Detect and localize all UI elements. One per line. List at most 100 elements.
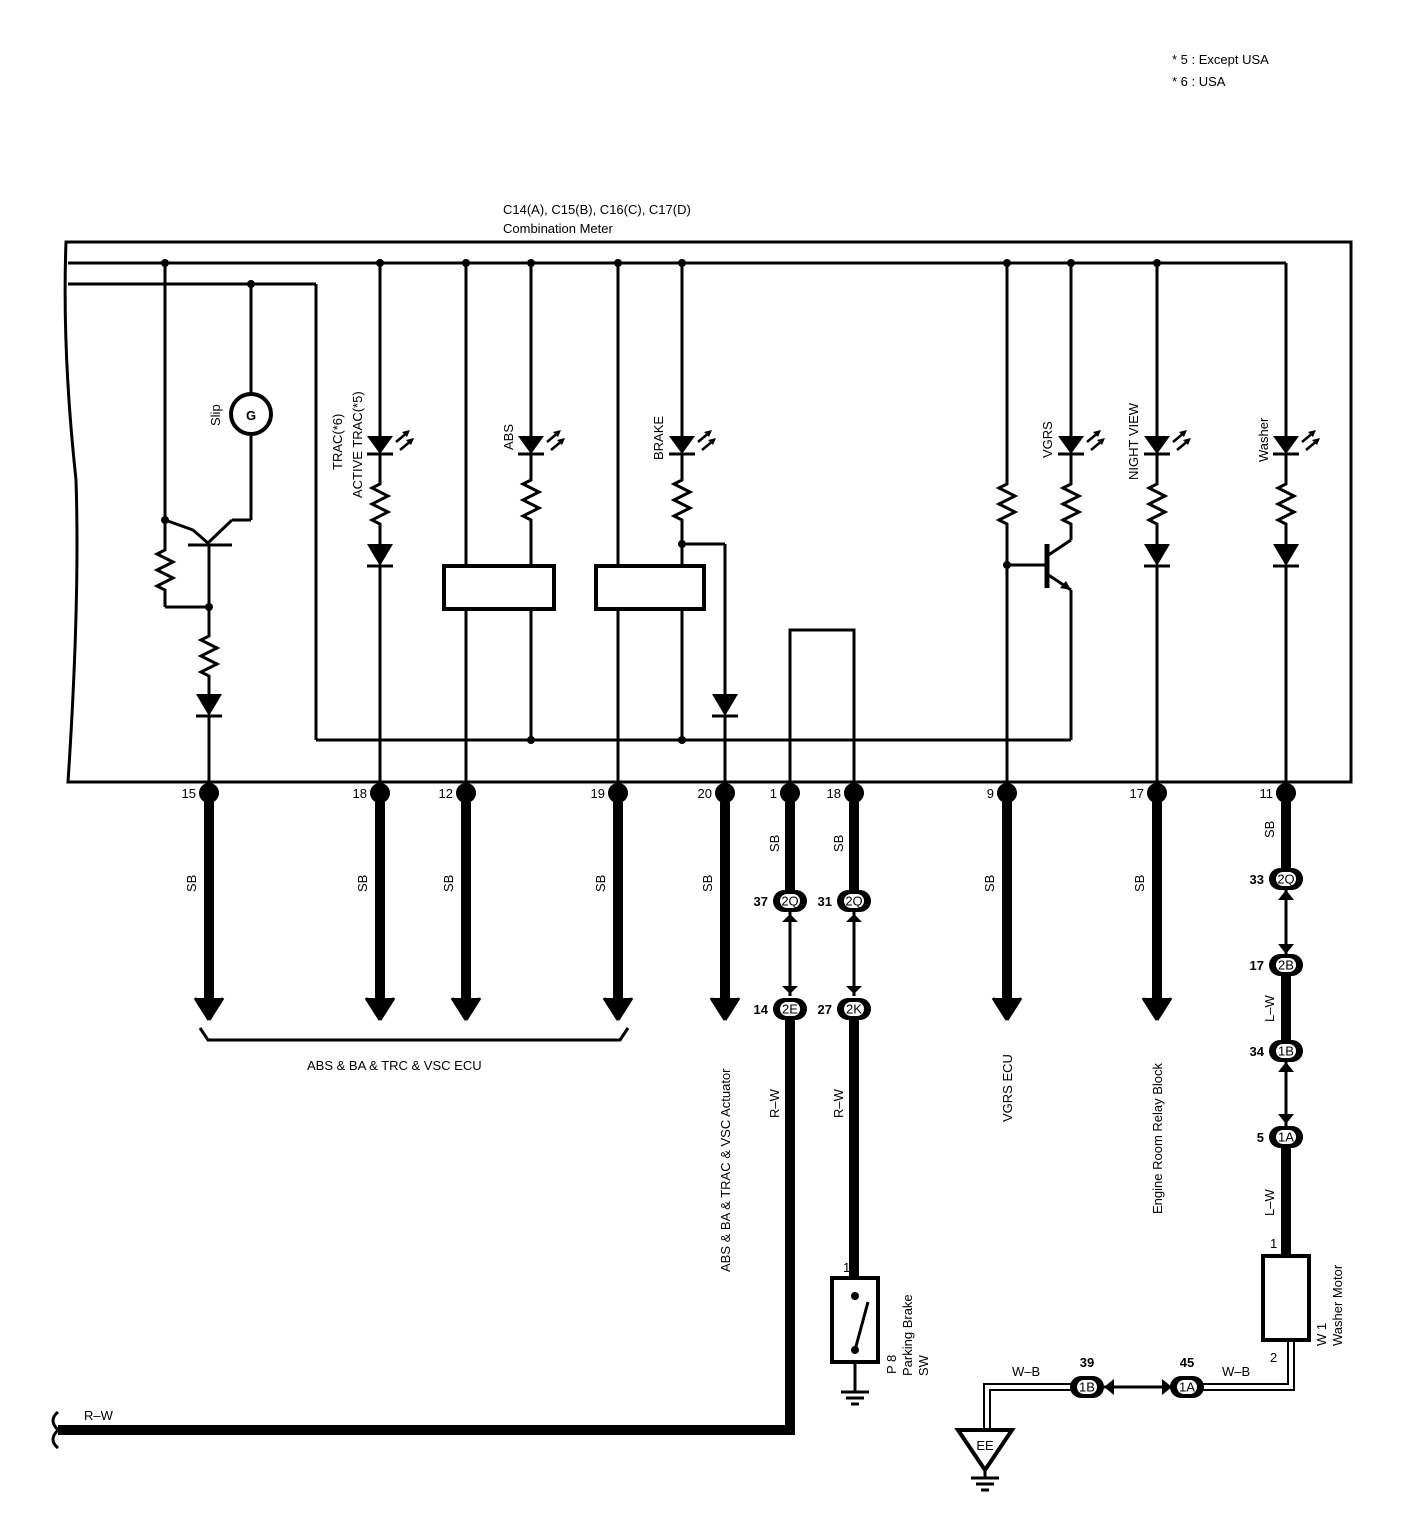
- junction-connector: 1B 34: [1250, 1040, 1303, 1062]
- washer-label: Washer: [1256, 417, 1271, 462]
- junction-connector-id: 2E: [782, 1002, 798, 1017]
- pin-number: 9: [987, 786, 994, 801]
- junction-pin-number: 34: [1250, 1044, 1265, 1059]
- meter-pin: A11: [1260, 783, 1296, 803]
- meter-pin: C1: [770, 783, 800, 803]
- washer-led-icon: [1271, 428, 1322, 456]
- washer-motor-box: [1261, 1254, 1311, 1342]
- pin-number: 1: [770, 786, 777, 801]
- wire-color-sb: SB: [1132, 875, 1147, 892]
- abs-ecu-label: ABS & BA & TRC & VSC ECU: [307, 1058, 482, 1073]
- wire-color-sb: SB: [982, 875, 997, 892]
- wire-color-lw: L–W: [1262, 995, 1277, 1022]
- ee-ground-triangle: [954, 1428, 1016, 1474]
- meter-pin: B 18: [353, 783, 390, 803]
- slip-gauge-letter: G: [246, 408, 256, 423]
- junction-connector-id: 2Q: [1277, 872, 1294, 887]
- relay-block-label: Engine Room Relay Block: [1150, 1062, 1165, 1214]
- meter-pin: B9: [987, 783, 1017, 803]
- pin-number: 15: [182, 786, 196, 801]
- junction-pin-number: 39: [1080, 1355, 1094, 1370]
- meter-pin: A 12: [439, 783, 476, 803]
- junction-pin-number: 31: [818, 894, 832, 909]
- junction-pin-number: 27: [818, 1002, 832, 1017]
- vgrs-led-icon: [1056, 428, 1107, 456]
- wire-color-sb: SB: [184, 875, 199, 892]
- pin-connector-letter: A: [462, 786, 471, 801]
- washer-motor-pin2: 2: [1270, 1350, 1277, 1365]
- washer-motor-name: Washer Motor: [1330, 1264, 1345, 1346]
- junction-connector-id: 1B: [1278, 1044, 1294, 1059]
- pin-number: 12: [439, 786, 453, 801]
- night-view-label: NIGHT VIEW: [1126, 402, 1141, 480]
- pin-connector-letter: C: [849, 786, 858, 801]
- pin-connector-letter: C: [785, 786, 794, 801]
- junction-connector-id: 2B: [1278, 958, 1294, 973]
- combination-meter-box: [63, 240, 1353, 784]
- abs-label: ABS: [501, 424, 516, 450]
- wire-color-rw: R–W: [831, 1088, 846, 1118]
- trac-led-icon: [365, 428, 416, 456]
- ground-icon: [839, 1382, 871, 1406]
- sb-wires: [193, 802, 1173, 1022]
- wire-color-sb: SB: [593, 875, 608, 892]
- meter-name-label: Combination Meter: [503, 221, 613, 236]
- pin-connector-letter: B: [1003, 786, 1012, 801]
- meter-pin: C19: [591, 783, 628, 803]
- junction-connector: 1A5: [1257, 1126, 1303, 1148]
- junction-connector: 2Q 31: [818, 890, 871, 912]
- abs-relay-box: [442, 564, 556, 611]
- abs-ecu-bracket: [198, 1027, 630, 1042]
- night-view-led-icon: [1142, 428, 1193, 456]
- junction-pin-number: 17: [1250, 958, 1264, 973]
- parking-brake-pin: 1: [843, 1260, 850, 1275]
- pin-connector-letter: D: [1152, 786, 1161, 801]
- junction-connector-id: 2K: [846, 1002, 862, 1017]
- pin-connector-letter: B: [376, 786, 385, 801]
- wire-color-wb: W–B: [1012, 1364, 1040, 1379]
- junction-connector-id: 1A: [1179, 1380, 1195, 1395]
- note-except-usa: * 5 : Except USA: [1172, 52, 1269, 67]
- wire-color-sb: SB: [700, 875, 715, 892]
- meter-pin: D 17: [1130, 783, 1167, 803]
- note-usa: * 6 : USA: [1172, 74, 1226, 89]
- pin-number: 18: [827, 786, 841, 801]
- pin-number: 18: [353, 786, 367, 801]
- washer-motor-id: W 1: [1314, 1323, 1329, 1346]
- junction-connector-id: 1A: [1278, 1130, 1294, 1145]
- pin-connector-letter: B: [205, 786, 214, 801]
- pin-number: 17: [1130, 786, 1144, 801]
- brake-led-icon: [667, 428, 718, 456]
- parking-brake-sw: SW: [916, 1354, 931, 1376]
- parking-brake-name: Parking Brake: [900, 1294, 915, 1376]
- wire-color-rw: R–W: [767, 1088, 782, 1118]
- ground-label: EE: [976, 1438, 994, 1453]
- junction-connector: 2Q 33: [1250, 868, 1303, 890]
- parking-brake-id: P 8: [884, 1355, 899, 1374]
- vgrs-ecu-label: VGRS ECU: [1000, 1054, 1015, 1122]
- meter-pin: C 18: [827, 783, 864, 803]
- vgrs-label: VGRS: [1040, 421, 1055, 458]
- wire-color-sb: SB: [1262, 821, 1277, 838]
- junction-pin-number: 33: [1250, 872, 1264, 887]
- junction-connector: 2K 27: [818, 998, 871, 1020]
- washer-motor-pin1: 1: [1270, 1236, 1277, 1251]
- meter-pin: B 15: [182, 783, 219, 803]
- brake-label: BRAKE: [651, 416, 666, 460]
- pin-number: 20: [698, 786, 712, 801]
- ground-icon: [969, 1468, 1001, 1492]
- pin-connector-letter: C: [720, 786, 729, 801]
- brake-relay-box: [594, 564, 706, 611]
- junction-connector-id: 2Q: [845, 894, 862, 909]
- meter-pin: C 20: [698, 783, 735, 803]
- wire-color-wb: W–B: [1222, 1364, 1250, 1379]
- pin-connector-letter: C: [613, 786, 622, 801]
- pin-number: 11: [1260, 786, 1274, 801]
- meter-connectors-label: C14(A), C15(B), C16(C), C17(D): [503, 202, 691, 217]
